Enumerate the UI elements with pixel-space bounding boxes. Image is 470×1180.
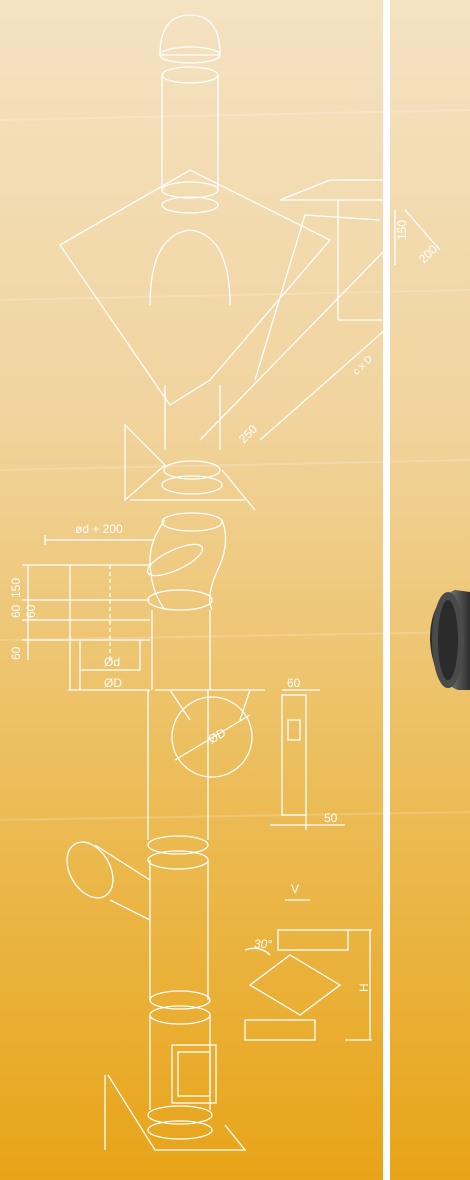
label-30-degrees: 30° bbox=[254, 937, 273, 951]
panel-divider bbox=[383, 0, 390, 1180]
label-150-top: 150 bbox=[395, 219, 409, 240]
label-150-left: 150 bbox=[9, 577, 23, 598]
label-od-big: ØD bbox=[104, 676, 122, 690]
label-od-small: Ød bbox=[104, 655, 121, 669]
label-60-c: 60 bbox=[9, 646, 23, 660]
label-50: 50 bbox=[324, 811, 338, 825]
label-od-plus-200: ød + 200 bbox=[75, 522, 123, 536]
label-v: V bbox=[291, 882, 300, 896]
label-h: H bbox=[357, 983, 371, 992]
label-60-a: 60 bbox=[9, 604, 23, 618]
label-60-right: 60 bbox=[287, 676, 301, 690]
label-60-b: 60 bbox=[24, 604, 38, 618]
